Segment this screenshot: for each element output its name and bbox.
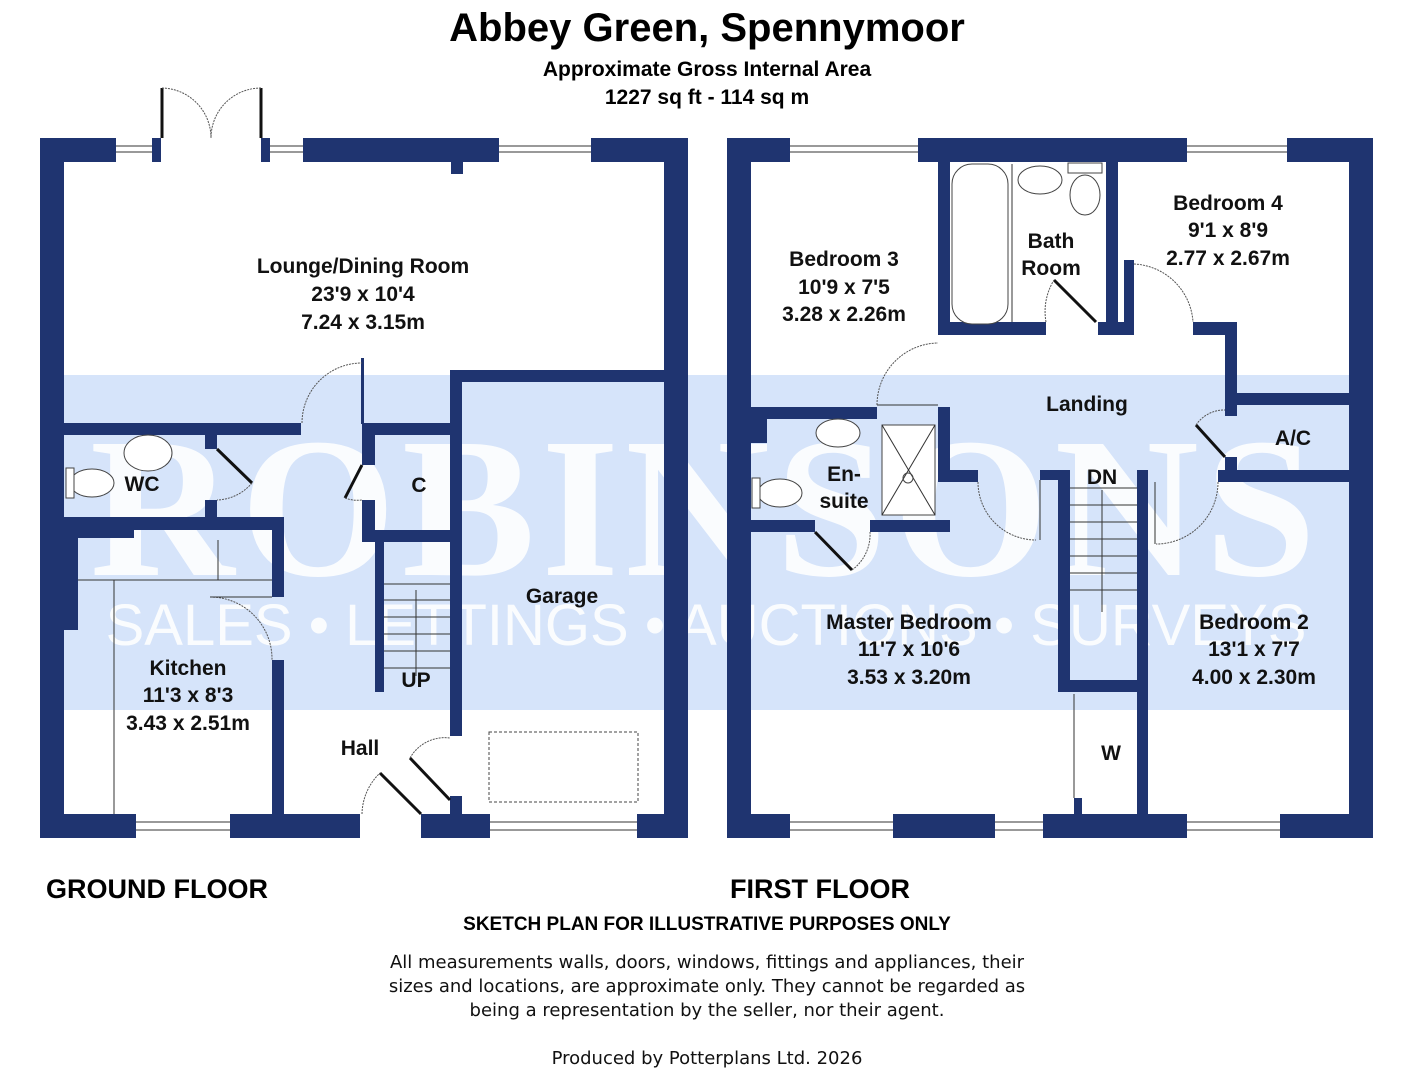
first-floor-walls [727, 138, 1373, 838]
toilet-icon [1069, 174, 1101, 216]
bedroom3-metric: 3.28 x 2.26m [782, 303, 906, 326]
hall-name: Hall [341, 737, 380, 760]
toilet-icon [69, 468, 115, 498]
disclaimer-line-2: sizes and locations, are approximate onl… [388, 976, 1026, 997]
garage-name: Garage [526, 585, 598, 608]
first-floor-label: FIRST FLOOR [730, 874, 910, 904]
ground-floor-fixtures [65, 87, 639, 831]
lounge-metric: 7.24 x 3.15m [301, 311, 425, 334]
kitchen-metric: 3.43 x 2.51m [126, 712, 250, 735]
page-title: Abbey Green, Spennymoor [449, 6, 965, 50]
master-metric: 3.53 x 3.20m [847, 666, 971, 689]
ground-floor-walls [40, 138, 688, 838]
bathroom-name-1: Bath [1028, 230, 1075, 253]
ground-floor-label: GROUND FLOOR [46, 874, 268, 904]
disclaimer-line-1: All measurements walls, doors, windows, … [389, 952, 1025, 973]
bedroom4-name: Bedroom 4 [1173, 192, 1283, 215]
bath-icon [951, 163, 1009, 325]
landing-name: Landing [1046, 393, 1128, 416]
bedroom3-name: Bedroom 3 [789, 248, 899, 271]
stairs-down-label: DN [1087, 466, 1117, 489]
bedroom2-name: Bedroom 2 [1199, 611, 1309, 634]
bedroom4-metric: 2.77 x 2.67m [1166, 247, 1290, 270]
ac-name: A/C [1275, 427, 1311, 450]
master-name: Master Bedroom [826, 611, 992, 634]
bathroom-name-2: Room [1021, 257, 1081, 280]
bedroom3-imperial: 10'9 x 7'5 [798, 276, 890, 299]
bedroom4-imperial: 9'1 x 8'9 [1188, 219, 1268, 242]
stairs-up-label: UP [401, 669, 430, 692]
disclaimer-heading: SKETCH PLAN FOR ILLUSTRATIVE PURPOSES ON… [463, 914, 951, 935]
floor-plan: ROBINSONS SALES • LETTINGS • AUCTIONS • … [40, 87, 1373, 838]
area-subtitle: Approximate Gross Internal Area [542, 58, 872, 81]
watermark-services: SALES • LETTINGS • AUCTIONS • SURVEYS [106, 593, 1307, 658]
bedroom2-imperial: 13'1 x 7'7 [1208, 638, 1300, 661]
first-stairs [1070, 487, 1137, 612]
credit: Produced by Potterplans Ltd. 2026 [551, 1048, 863, 1069]
cupboard-name: C [411, 474, 426, 497]
ground-room-labels: Lounge/Dining Room 23'9 x 10'4 7.24 x 3.… [125, 255, 599, 760]
kitchen-name: Kitchen [149, 657, 226, 680]
area-value: 1227 sq ft - 114 sq m [604, 86, 810, 109]
master-imperial: 11'7 x 10'6 [858, 638, 960, 661]
disclaimer-line-3: being a representation by the seller, no… [469, 1000, 945, 1021]
wc-name: WC [125, 473, 160, 496]
kitchen-imperial: 11'3 x 8'3 [143, 684, 234, 707]
first-room-labels: Bedroom 3 10'9 x 7'5 3.28 x 2.26m Bath R… [782, 192, 1316, 765]
ensuite-name-1: En- [827, 463, 861, 486]
ensuite-name-2: suite [819, 490, 868, 513]
lounge-name: Lounge/Dining Room [257, 255, 469, 278]
bedroom2-metric: 4.00 x 2.30m [1192, 666, 1316, 689]
first-floor-fixtures [751, 145, 1287, 831]
basin-icon [123, 434, 173, 472]
wardrobe-name: W [1101, 742, 1121, 765]
ground-stairs [384, 583, 450, 676]
lounge-imperial: 23'9 x 10'4 [311, 283, 415, 306]
basin-icon [1017, 165, 1063, 195]
